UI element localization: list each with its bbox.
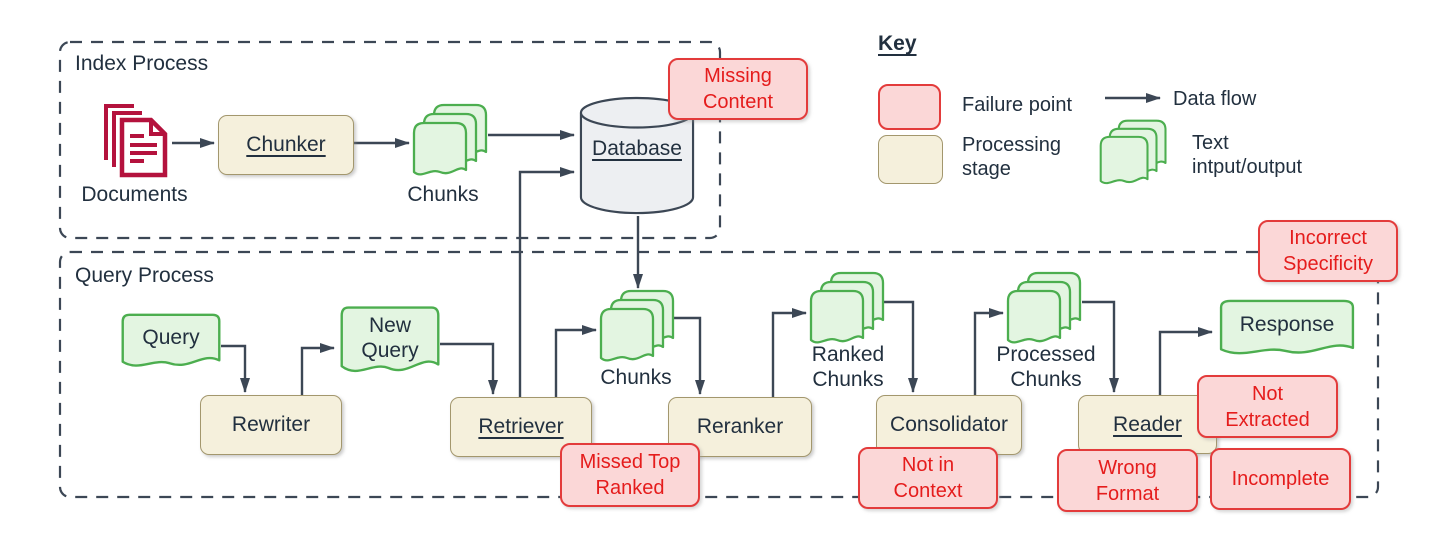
processed-chunks-node bbox=[1005, 270, 1085, 350]
document-shape-icon bbox=[1216, 298, 1358, 364]
chunker-stage: Chunker bbox=[218, 115, 354, 175]
key-text-io-icon bbox=[1098, 118, 1170, 190]
arrow-reranker-to-ranked-chunks bbox=[771, 308, 807, 397]
key-failure-point-label: Failure point bbox=[962, 94, 1073, 116]
document-shape-icon bbox=[338, 304, 442, 384]
key-data-flow-label: Data flow bbox=[1173, 88, 1257, 110]
index-chunks-node bbox=[411, 102, 491, 182]
failure-not-in-context: Not in Context bbox=[858, 447, 998, 509]
query-node: Query bbox=[119, 312, 223, 376]
arrow-processed-chunks-to-reader bbox=[1082, 300, 1119, 393]
ranked-chunks-node bbox=[808, 270, 888, 350]
documents-icon bbox=[104, 104, 168, 178]
incomplete-label: Incomplete bbox=[1231, 468, 1330, 490]
failure-missing-content: Missing Content bbox=[668, 58, 808, 120]
key-text-io-label: Text intput/output bbox=[1192, 132, 1303, 178]
query-chunks-node bbox=[598, 288, 678, 368]
documents-node bbox=[94, 100, 174, 180]
failure-wrong-format: Wrong Format bbox=[1057, 449, 1198, 512]
arrow-retriever-to-database bbox=[518, 167, 575, 397]
consolidator-label: Consolidator bbox=[890, 413, 1008, 436]
reranker-stage: Reranker bbox=[668, 397, 812, 457]
new-query-label: New Query bbox=[361, 313, 419, 362]
incorrect-specificity-label: Incorrect Specificity bbox=[1282, 227, 1374, 275]
arrow-query-to-rewriter bbox=[221, 344, 250, 393]
chunks-stack-icon bbox=[1099, 119, 1167, 185]
database-node: Database bbox=[578, 94, 696, 218]
query-process-label: Query Process bbox=[75, 264, 214, 287]
arrow-new-query-to-retriever bbox=[440, 342, 498, 395]
index-process-label: Index Process bbox=[75, 52, 209, 75]
reranker-label: Reranker bbox=[696, 415, 784, 438]
chunker-label: Chunker bbox=[246, 133, 326, 156]
arrow-reader-to-response bbox=[1158, 327, 1213, 395]
wrong-format-label: Wrong Format bbox=[1095, 456, 1160, 505]
key-failure-point-swatch bbox=[878, 84, 941, 130]
rewriter-label: Rewriter bbox=[231, 413, 311, 436]
key-title: Key bbox=[878, 32, 917, 55]
index-process-border bbox=[58, 40, 722, 240]
arrow-ranked-chunks-to-consolidator bbox=[884, 300, 918, 393]
retriever-label: Retriever bbox=[478, 415, 564, 438]
failure-incomplete: Incomplete bbox=[1210, 448, 1351, 510]
chunks-stack-icon bbox=[809, 271, 885, 344]
index-chunks-label: Chunks bbox=[407, 183, 479, 206]
processed-chunks-label: Processed Chunks bbox=[996, 343, 1096, 392]
database-label: Database bbox=[592, 136, 682, 160]
ranked-chunks-label: Ranked Chunks bbox=[811, 343, 885, 392]
database-cylinder-icon bbox=[579, 96, 695, 215]
failure-not-extracted: Not Extracted bbox=[1197, 375, 1338, 438]
response-node: Response bbox=[1216, 298, 1358, 364]
key-processing-stage-swatch bbox=[878, 135, 943, 184]
reader-label: Reader bbox=[1113, 412, 1182, 436]
key-processing-stage-label: Processing stage bbox=[962, 134, 1061, 180]
failure-missed-top-ranked: Missed Top Ranked bbox=[560, 443, 700, 507]
chunks-stack-icon bbox=[1006, 271, 1082, 344]
arrow-retriever-to-chunks bbox=[554, 325, 597, 397]
new-query-node: New Query bbox=[338, 304, 442, 384]
rewriter-stage: Rewriter bbox=[200, 395, 342, 455]
response-label: Response bbox=[1239, 313, 1335, 337]
documents-label: Documents bbox=[81, 183, 188, 206]
arrow-consolidator-to-processed-chunks bbox=[973, 308, 1004, 395]
chunks-stack-icon bbox=[412, 103, 488, 176]
document-shape-icon bbox=[119, 312, 223, 376]
arrow-chunks-to-reranker bbox=[672, 316, 705, 395]
missed-top-ranked-label: Missed Top Ranked bbox=[579, 451, 681, 499]
query-chunks-label: Chunks bbox=[600, 366, 672, 389]
query-label: Query bbox=[142, 326, 200, 350]
consolidator-stage: Consolidator bbox=[876, 395, 1022, 455]
not-extracted-label: Not Extracted bbox=[1225, 382, 1310, 431]
failure-incorrect-specificity: Incorrect Specificity bbox=[1258, 220, 1398, 282]
chunks-stack-icon bbox=[599, 289, 675, 362]
arrow-rewriter-to-new-query bbox=[300, 343, 335, 395]
missing-content-label: Missing Content bbox=[702, 65, 774, 113]
not-in-context-label: Not in Context bbox=[893, 454, 963, 502]
